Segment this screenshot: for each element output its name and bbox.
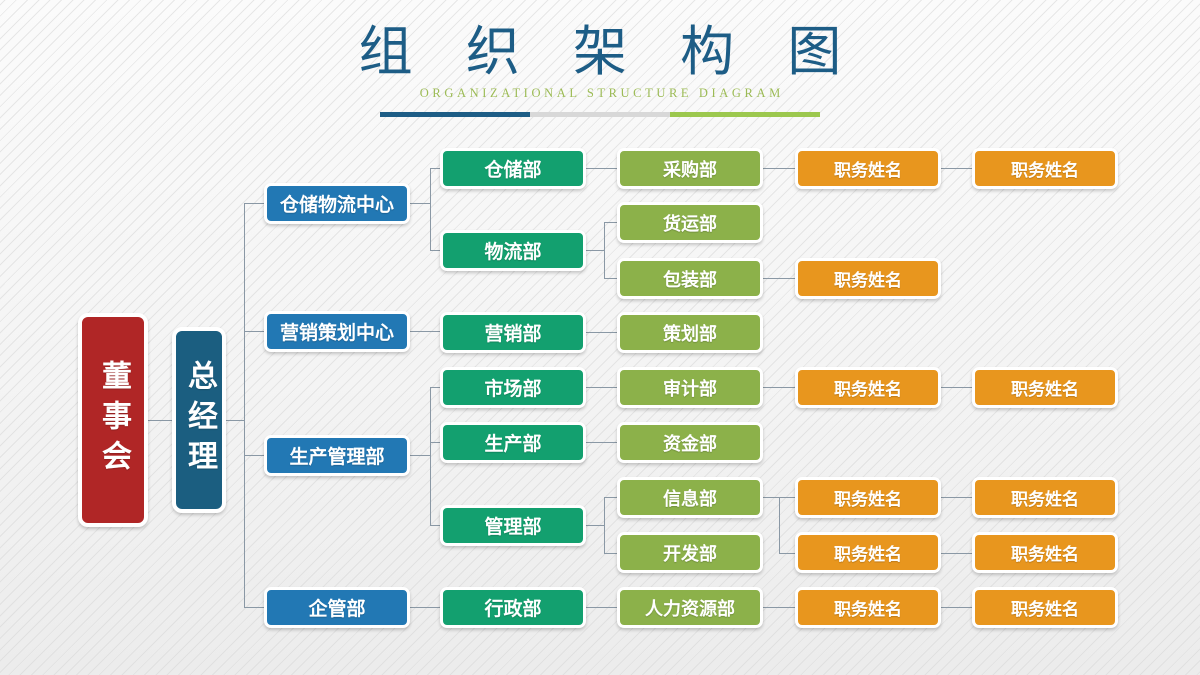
node-role-title-c[interactable]: 职务姓名 [972, 477, 1118, 518]
node-hr-dept[interactable]: 人力资源部 [617, 587, 763, 628]
connector-warehouse-center-stub [410, 203, 430, 204]
connector-role-1-to-role-a [940, 168, 972, 169]
connector-marketing-center-to-marketing-dept [410, 331, 442, 332]
connector-production-dept-bus [430, 387, 431, 525]
node-finance-dept[interactable]: 资金部 [617, 422, 763, 463]
node-production-management-dept[interactable]: 生产管理部 [264, 435, 410, 476]
node-role-title-5[interactable]: 职务姓名 [795, 532, 941, 573]
page-title-block: 组 织 架 构 图 ORGANIZATIONAL STRUCTURE DIAGR… [0, 22, 1200, 101]
connector-development-bus [779, 497, 780, 553]
node-development-dept[interactable]: 开发部 [617, 532, 763, 573]
node-warehouse-dept[interactable]: 仓储部 [440, 148, 586, 189]
node-role-title-d[interactable]: 职务姓名 [972, 532, 1118, 573]
connector-production-dept-stub [410, 455, 430, 456]
title-rule-blue-segment [380, 112, 530, 117]
connector-to-logistics-dept [430, 250, 442, 251]
title-rule-grey-segment [530, 112, 670, 117]
node-role-title-2[interactable]: 职务姓名 [795, 258, 941, 299]
connector-manufacture-dept-to-finance-dept [586, 442, 618, 443]
connector-role-5-to-role-d [940, 553, 972, 554]
connector-enterprise-dept-to-administration-dept [410, 607, 442, 608]
connector-to-warehouse-dept [430, 168, 442, 169]
node-audit-dept[interactable]: 审计部 [617, 367, 763, 408]
connector-chairman-to-gm [148, 420, 172, 421]
connector-trunk-to-marketing-center [244, 331, 266, 332]
connector-to-admin-mgmt-dept [430, 525, 442, 526]
connector-administration-dept-to-hr-dept [586, 607, 618, 608]
connector-admin-mgmt-dept-bus [604, 497, 605, 553]
connector-purchase-dept-to-role-1 [763, 168, 795, 169]
node-planning-dept[interactable]: 策划部 [617, 312, 763, 353]
node-administration-dept[interactable]: 行政部 [440, 587, 586, 628]
node-role-title-1[interactable]: 职务姓名 [795, 148, 941, 189]
connector-marketing-dept-to-planning-dept [586, 332, 618, 333]
title-rule-green-segment [670, 112, 820, 117]
connector-packaging-dept-to-role-2 [763, 278, 795, 279]
node-enterprise-management-dept[interactable]: 企管部 [264, 587, 410, 628]
node-packaging-dept[interactable]: 包装部 [617, 258, 763, 299]
connector-to-packaging-dept [604, 278, 618, 279]
title-underline-rule [380, 112, 820, 117]
node-general-manager[interactable]: 总经理 [172, 327, 226, 513]
node-manufacture-dept[interactable]: 生产部 [440, 422, 586, 463]
node-board-of-directors[interactable]: 董事会 [78, 313, 148, 527]
connector-to-development-dept [604, 553, 618, 554]
connector-audit-dept-to-role-3 [763, 387, 795, 388]
connector-trunk-main [244, 203, 245, 607]
node-role-title-a[interactable]: 职务姓名 [972, 148, 1118, 189]
connector-to-freight-dept [604, 222, 618, 223]
connector-information-dept-stub [763, 497, 779, 498]
connector-logistics-dept-bus [604, 222, 605, 278]
connector-logistics-dept-stub [586, 250, 604, 251]
connector-gm-stub [226, 420, 244, 421]
connector-trunk-to-enterprise-dept [244, 607, 266, 608]
connector-to-information-dept [604, 497, 618, 498]
connector-role-4-to-role-c [940, 497, 972, 498]
connector-to-role-5 [779, 553, 795, 554]
connector-to-market-dept [430, 387, 442, 388]
node-role-title-6[interactable]: 职务姓名 [795, 587, 941, 628]
connector-warehouse-center-bus [430, 168, 431, 250]
connector-hr-dept-to-role-6 [763, 607, 795, 608]
node-role-title-4[interactable]: 职务姓名 [795, 477, 941, 518]
connector-warehouse-dept-to-purchase-dept [586, 168, 618, 169]
node-information-dept[interactable]: 信息部 [617, 477, 763, 518]
node-role-title-e[interactable]: 职务姓名 [972, 587, 1118, 628]
node-warehouse-logistics-center[interactable]: 仓储物流中心 [264, 183, 410, 224]
node-admin-management-dept[interactable]: 管理部 [440, 505, 586, 546]
connector-to-role-4 [779, 497, 795, 498]
node-freight-dept[interactable]: 货运部 [617, 202, 763, 243]
connector-role-6-to-role-e [940, 607, 972, 608]
connector-to-manufacture-dept [430, 442, 442, 443]
node-marketing-planning-center[interactable]: 营销策划中心 [264, 311, 410, 352]
node-logistics-dept[interactable]: 物流部 [440, 230, 586, 271]
node-role-title-b[interactable]: 职务姓名 [972, 367, 1118, 408]
connector-trunk-to-production-dept [244, 455, 266, 456]
connector-market-dept-to-audit-dept [586, 387, 618, 388]
connector-trunk-to-warehouse-center [244, 203, 266, 204]
node-role-title-3[interactable]: 职务姓名 [795, 367, 941, 408]
page-subtitle: ORGANIZATIONAL STRUCTURE DIAGRAM [419, 86, 784, 100]
connector-role-3-to-role-b [940, 387, 972, 388]
node-market-dept[interactable]: 市场部 [440, 367, 586, 408]
node-purchase-dept[interactable]: 采购部 [617, 148, 763, 189]
node-marketing-dept[interactable]: 营销部 [440, 312, 586, 353]
connector-admin-mgmt-dept-stub [586, 525, 604, 526]
page-title: 组 织 架 构 图 [358, 20, 860, 83]
